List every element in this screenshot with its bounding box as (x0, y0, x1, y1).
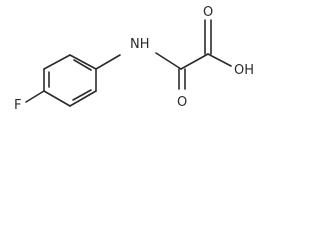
hydroxyl-label: OH (234, 63, 254, 78)
benzene-ring (43, 54, 97, 107)
nitrogen-carbonyl-bond (155, 52, 182, 70)
ring-bond (43, 54, 71, 70)
ring-bond (69, 54, 97, 70)
amine-label: NH (130, 37, 150, 52)
ring-double-bond (73, 59, 92, 71)
ring-bond (43, 90, 71, 107)
ring-nitrogen-bond (95, 54, 121, 70)
fluorine-label: F (14, 98, 21, 113)
ring-double-bond (72, 89, 92, 101)
carbon-hydroxyl-bond (207, 53, 232, 67)
acid-oxygen-label: O (203, 5, 213, 20)
carbonyl-oxygen-label: O (177, 95, 187, 110)
ring-bond (69, 90, 97, 107)
chemical-structure: F NH O O OH (14, 5, 254, 113)
carbon-fluorine-bond (25, 90, 45, 103)
carbon-carbon-bond (180, 53, 209, 70)
